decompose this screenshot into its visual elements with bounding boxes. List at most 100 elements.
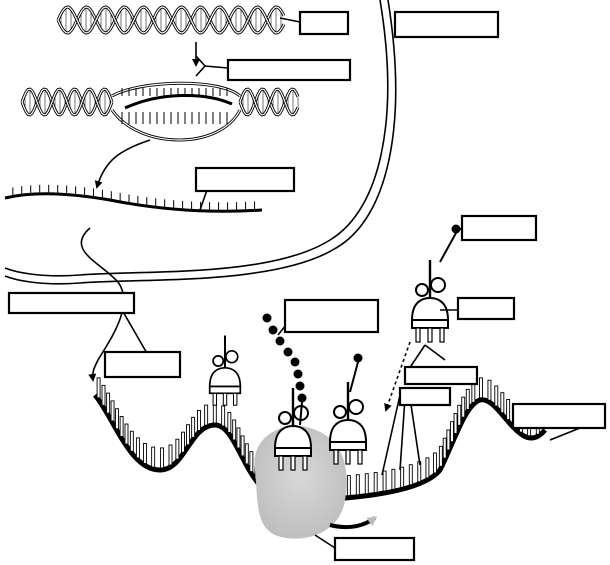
mrna-base: [129, 430, 134, 452]
trna-anticodon-base: [290, 455, 296, 471]
mrna-base: [204, 404, 209, 426]
amino-acid-bead: [293, 369, 303, 379]
mrna-base: [240, 435, 245, 457]
mrna-base: [221, 405, 226, 427]
mrna-base: [457, 404, 462, 426]
trna-loop: [278, 411, 292, 425]
trna-loop: [212, 355, 225, 367]
bubble-strand: [110, 109, 242, 142]
trna-loop: [415, 283, 429, 297]
mrna-base: [244, 443, 249, 465]
bubble-strand: [111, 81, 242, 98]
trna-body: [208, 366, 242, 388]
mrna-base: [135, 437, 140, 459]
mrna-base: [400, 466, 405, 488]
trna: [328, 382, 368, 465]
mrna-base: [346, 475, 351, 497]
trna-anticodon-base: [278, 455, 284, 471]
trna-anticodon-bar: [208, 385, 242, 395]
label-boxes: [7, 10, 607, 562]
label-ribosome[interactable]: [333, 536, 416, 562]
mrna-base: [442, 437, 447, 459]
trna-body: [410, 296, 450, 321]
label-anticodon[interactable]: [403, 365, 479, 386]
mrna-base: [382, 470, 387, 492]
label-mrna-cytoplasm[interactable]: [511, 402, 607, 430]
trna-anticodon-base: [357, 449, 363, 465]
amino-acid-bead: [275, 336, 285, 346]
peptide-link: [439, 232, 457, 263]
mrna-base: [446, 429, 451, 451]
mrna-base: [425, 457, 430, 479]
trna: [208, 335, 242, 406]
mrna-base: [500, 392, 505, 414]
mrna-base: [471, 381, 476, 403]
label-leader-lines: [117, 17, 581, 549]
trna: [410, 260, 450, 343]
trna-loop: [225, 349, 239, 364]
trna-group: [208, 260, 450, 471]
mrna-base: [106, 392, 111, 414]
trna-anticodon-bar: [329, 441, 367, 451]
label-mrna[interactable]: [194, 166, 296, 193]
mrna-base: [186, 424, 190, 446]
amino-acid-bead: [353, 353, 363, 363]
mrna-base: [364, 473, 369, 495]
mrna-base: [191, 416, 196, 438]
mrna-base: [249, 451, 254, 473]
mrna-base: [438, 445, 443, 467]
label-transcription[interactable]: [226, 58, 352, 82]
dna-backbone-highlight: [239, 88, 299, 116]
trna-loop: [333, 405, 347, 419]
mrna-base: [355, 474, 360, 496]
nuclear-membrane: [4, 0, 397, 285]
mrna-base: [479, 377, 483, 399]
dna-backbone-highlight: [57, 6, 285, 34]
mrna-base: [227, 411, 232, 433]
polypeptide-chain: [262, 224, 461, 426]
mrna-base: [232, 419, 237, 441]
trna-loop: [348, 399, 364, 415]
mrna-strand-nucleus: [4, 184, 263, 213]
mrna-base: [115, 408, 119, 430]
trna-anticodon-base: [345, 449, 351, 465]
mrna-base: [110, 400, 115, 422]
mrna-base: [212, 402, 217, 424]
mrna-base: [96, 377, 101, 399]
label-trna[interactable]: [456, 296, 516, 321]
trna-anticodon-base: [232, 392, 238, 406]
amino-acid-bead: [268, 325, 278, 335]
mrna-base: [175, 438, 180, 460]
label-amino-acid[interactable]: [460, 214, 538, 242]
mrna-base: [449, 421, 454, 443]
label-dna[interactable]: [298, 10, 350, 36]
trna-anticodon-bar: [411, 319, 449, 329]
mrna-base: [373, 472, 378, 493]
trna-anticodon-base: [427, 327, 433, 343]
peptide-link: [349, 361, 359, 393]
mrna-base: [487, 379, 492, 401]
mrna-base: [408, 464, 413, 486]
amino-acid-bead: [290, 357, 300, 367]
amino-acid-bead: [262, 313, 272, 323]
mrna-base: [432, 452, 437, 474]
mrna-base: [196, 410, 201, 431]
mrna-base: [494, 385, 499, 407]
bubble-strand-highlight: [111, 109, 241, 141]
label-codon[interactable]: [398, 386, 452, 407]
mrna-base: [181, 431, 185, 453]
label-polypeptide[interactable]: [283, 298, 380, 334]
label-nuclear-pore[interactable]: [7, 291, 136, 315]
trna-anticodon-base: [439, 327, 445, 343]
label-cytoplasm[interactable]: [103, 350, 182, 379]
mrna-base: [236, 427, 241, 449]
trna-body: [273, 424, 313, 449]
mrna-base: [461, 396, 466, 418]
trna-body: [328, 418, 368, 443]
amino-acid-bead: [283, 347, 293, 357]
mrna-base: [124, 423, 129, 445]
amino-acid-bead: [295, 381, 305, 391]
label-nucleus[interactable]: [393, 10, 500, 39]
mrna-base: [143, 443, 147, 464]
